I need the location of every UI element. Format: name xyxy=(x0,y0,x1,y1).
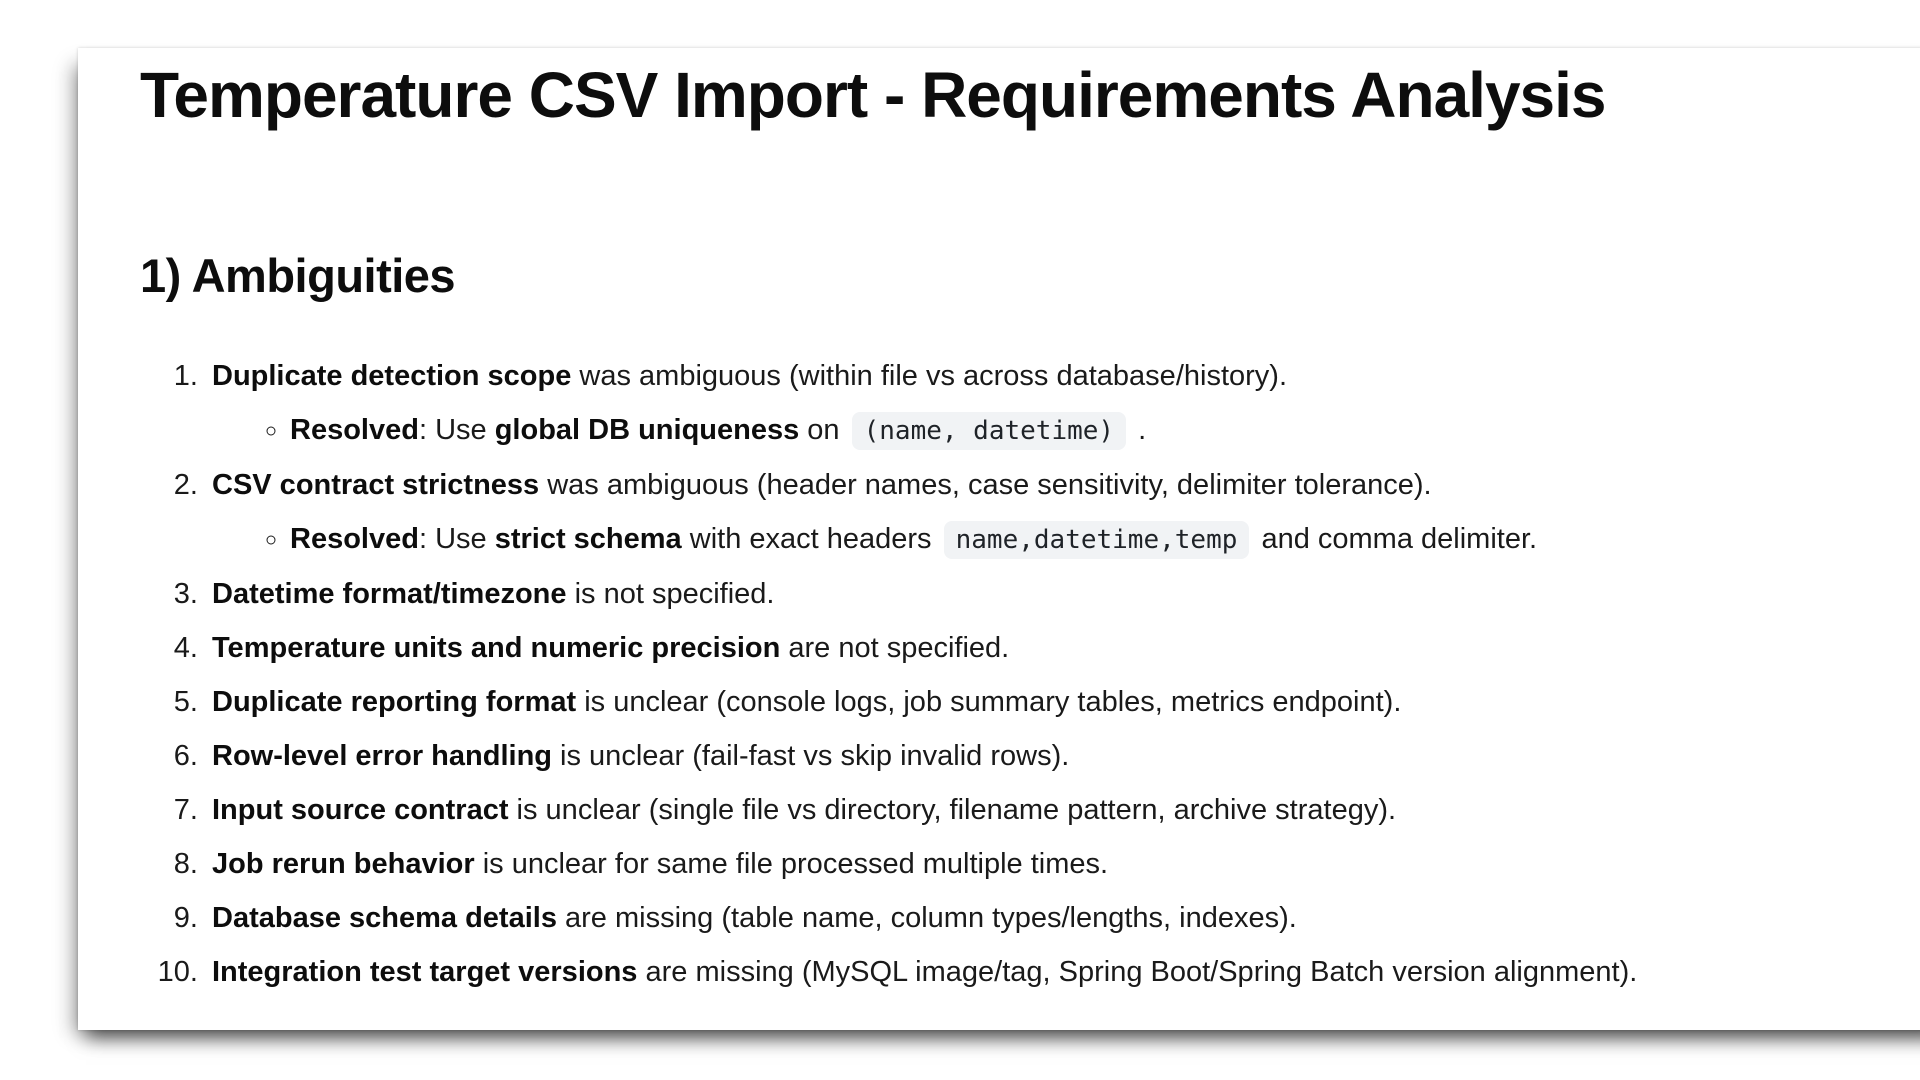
list-item: CSV contract strictness was ambiguous (h… xyxy=(206,458,1832,567)
list-item: Datetime format/timezone is not specifie… xyxy=(206,567,1832,621)
bold-text: Job rerun behavior xyxy=(212,847,475,880)
page-title: Temperature CSV Import - Requirements An… xyxy=(140,59,1607,131)
bold-text: Duplicate detection scope xyxy=(212,359,572,392)
plain-text: : Use xyxy=(418,413,495,446)
resolution-list: Resolved: Use global DB uniqueness on (n… xyxy=(212,403,1832,458)
list-item: Row-level error handling is unclear (fai… xyxy=(206,729,1832,783)
bold-text: global DB uniqueness xyxy=(494,413,800,446)
list-item: Integration test target versions are mis… xyxy=(206,945,1832,999)
bold-text: Resolved xyxy=(290,522,419,555)
list-item: Temperature units and numeric precision … xyxy=(206,621,1832,675)
plain-text: is not specified. xyxy=(566,577,775,610)
bold-text: strict schema xyxy=(494,522,682,555)
plain-text: is unclear (console logs, job summary ta… xyxy=(576,685,1402,718)
plain-text: and comma delimiter. xyxy=(1253,522,1538,555)
plain-text: are missing (table name, column types/le… xyxy=(556,901,1297,934)
bold-text: CSV contract strictness xyxy=(212,468,540,501)
plain-text: is unclear (single file vs directory, fi… xyxy=(508,793,1397,826)
plain-text: is unclear (fail-fast vs skip invalid ro… xyxy=(552,739,1070,772)
bold-text: Row-level error handling xyxy=(212,739,552,772)
bold-text: Duplicate reporting format xyxy=(212,685,577,718)
ambiguities-list: Duplicate detection scope was ambiguous … xyxy=(140,349,1832,999)
plain-text: are not specified. xyxy=(780,631,1010,664)
bold-text: Input source contract xyxy=(212,793,509,826)
inline-code: (name, datetime) xyxy=(851,411,1127,450)
plain-text: on xyxy=(799,413,848,446)
list-item: Duplicate detection scope was ambiguous … xyxy=(206,349,1832,458)
resolution-list: Resolved: Use strict schema with exact h… xyxy=(212,512,1832,567)
list-item: Database schema details are missing (tab… xyxy=(206,891,1832,945)
resolution-item: Resolved: Use global DB uniqueness on (n… xyxy=(290,403,1832,458)
list-item: Job rerun behavior is unclear for same f… xyxy=(206,837,1832,891)
plain-text: . xyxy=(1130,413,1147,446)
plain-text: was ambiguous (within file vs across dat… xyxy=(571,359,1287,392)
bold-text: Integration test target versions xyxy=(212,955,638,988)
bold-text: Temperature units and numeric precision xyxy=(212,631,781,664)
plain-text: is unclear for same file processed multi… xyxy=(474,847,1109,880)
inline-code: name,datetime,temp xyxy=(943,520,1250,559)
section-heading-ambiguities: 1) Ambiguities xyxy=(140,249,456,303)
resolution-item: Resolved: Use strict schema with exact h… xyxy=(290,512,1832,567)
bold-text: Database schema details xyxy=(212,901,557,934)
plain-text: with exact headers xyxy=(681,522,940,555)
bold-text: Resolved xyxy=(290,413,419,446)
plain-text: was ambiguous (header names, case sensit… xyxy=(539,468,1432,501)
document-page: Temperature CSV Import - Requirements An… xyxy=(78,48,1920,1030)
plain-text: are missing (MySQL image/tag, Spring Boo… xyxy=(637,955,1638,988)
list-item: Input source contract is unclear (single… xyxy=(206,783,1832,837)
plain-text: : Use xyxy=(418,522,495,555)
bold-text: Datetime format/timezone xyxy=(212,577,567,610)
list-item: Duplicate reporting format is unclear (c… xyxy=(206,675,1832,729)
